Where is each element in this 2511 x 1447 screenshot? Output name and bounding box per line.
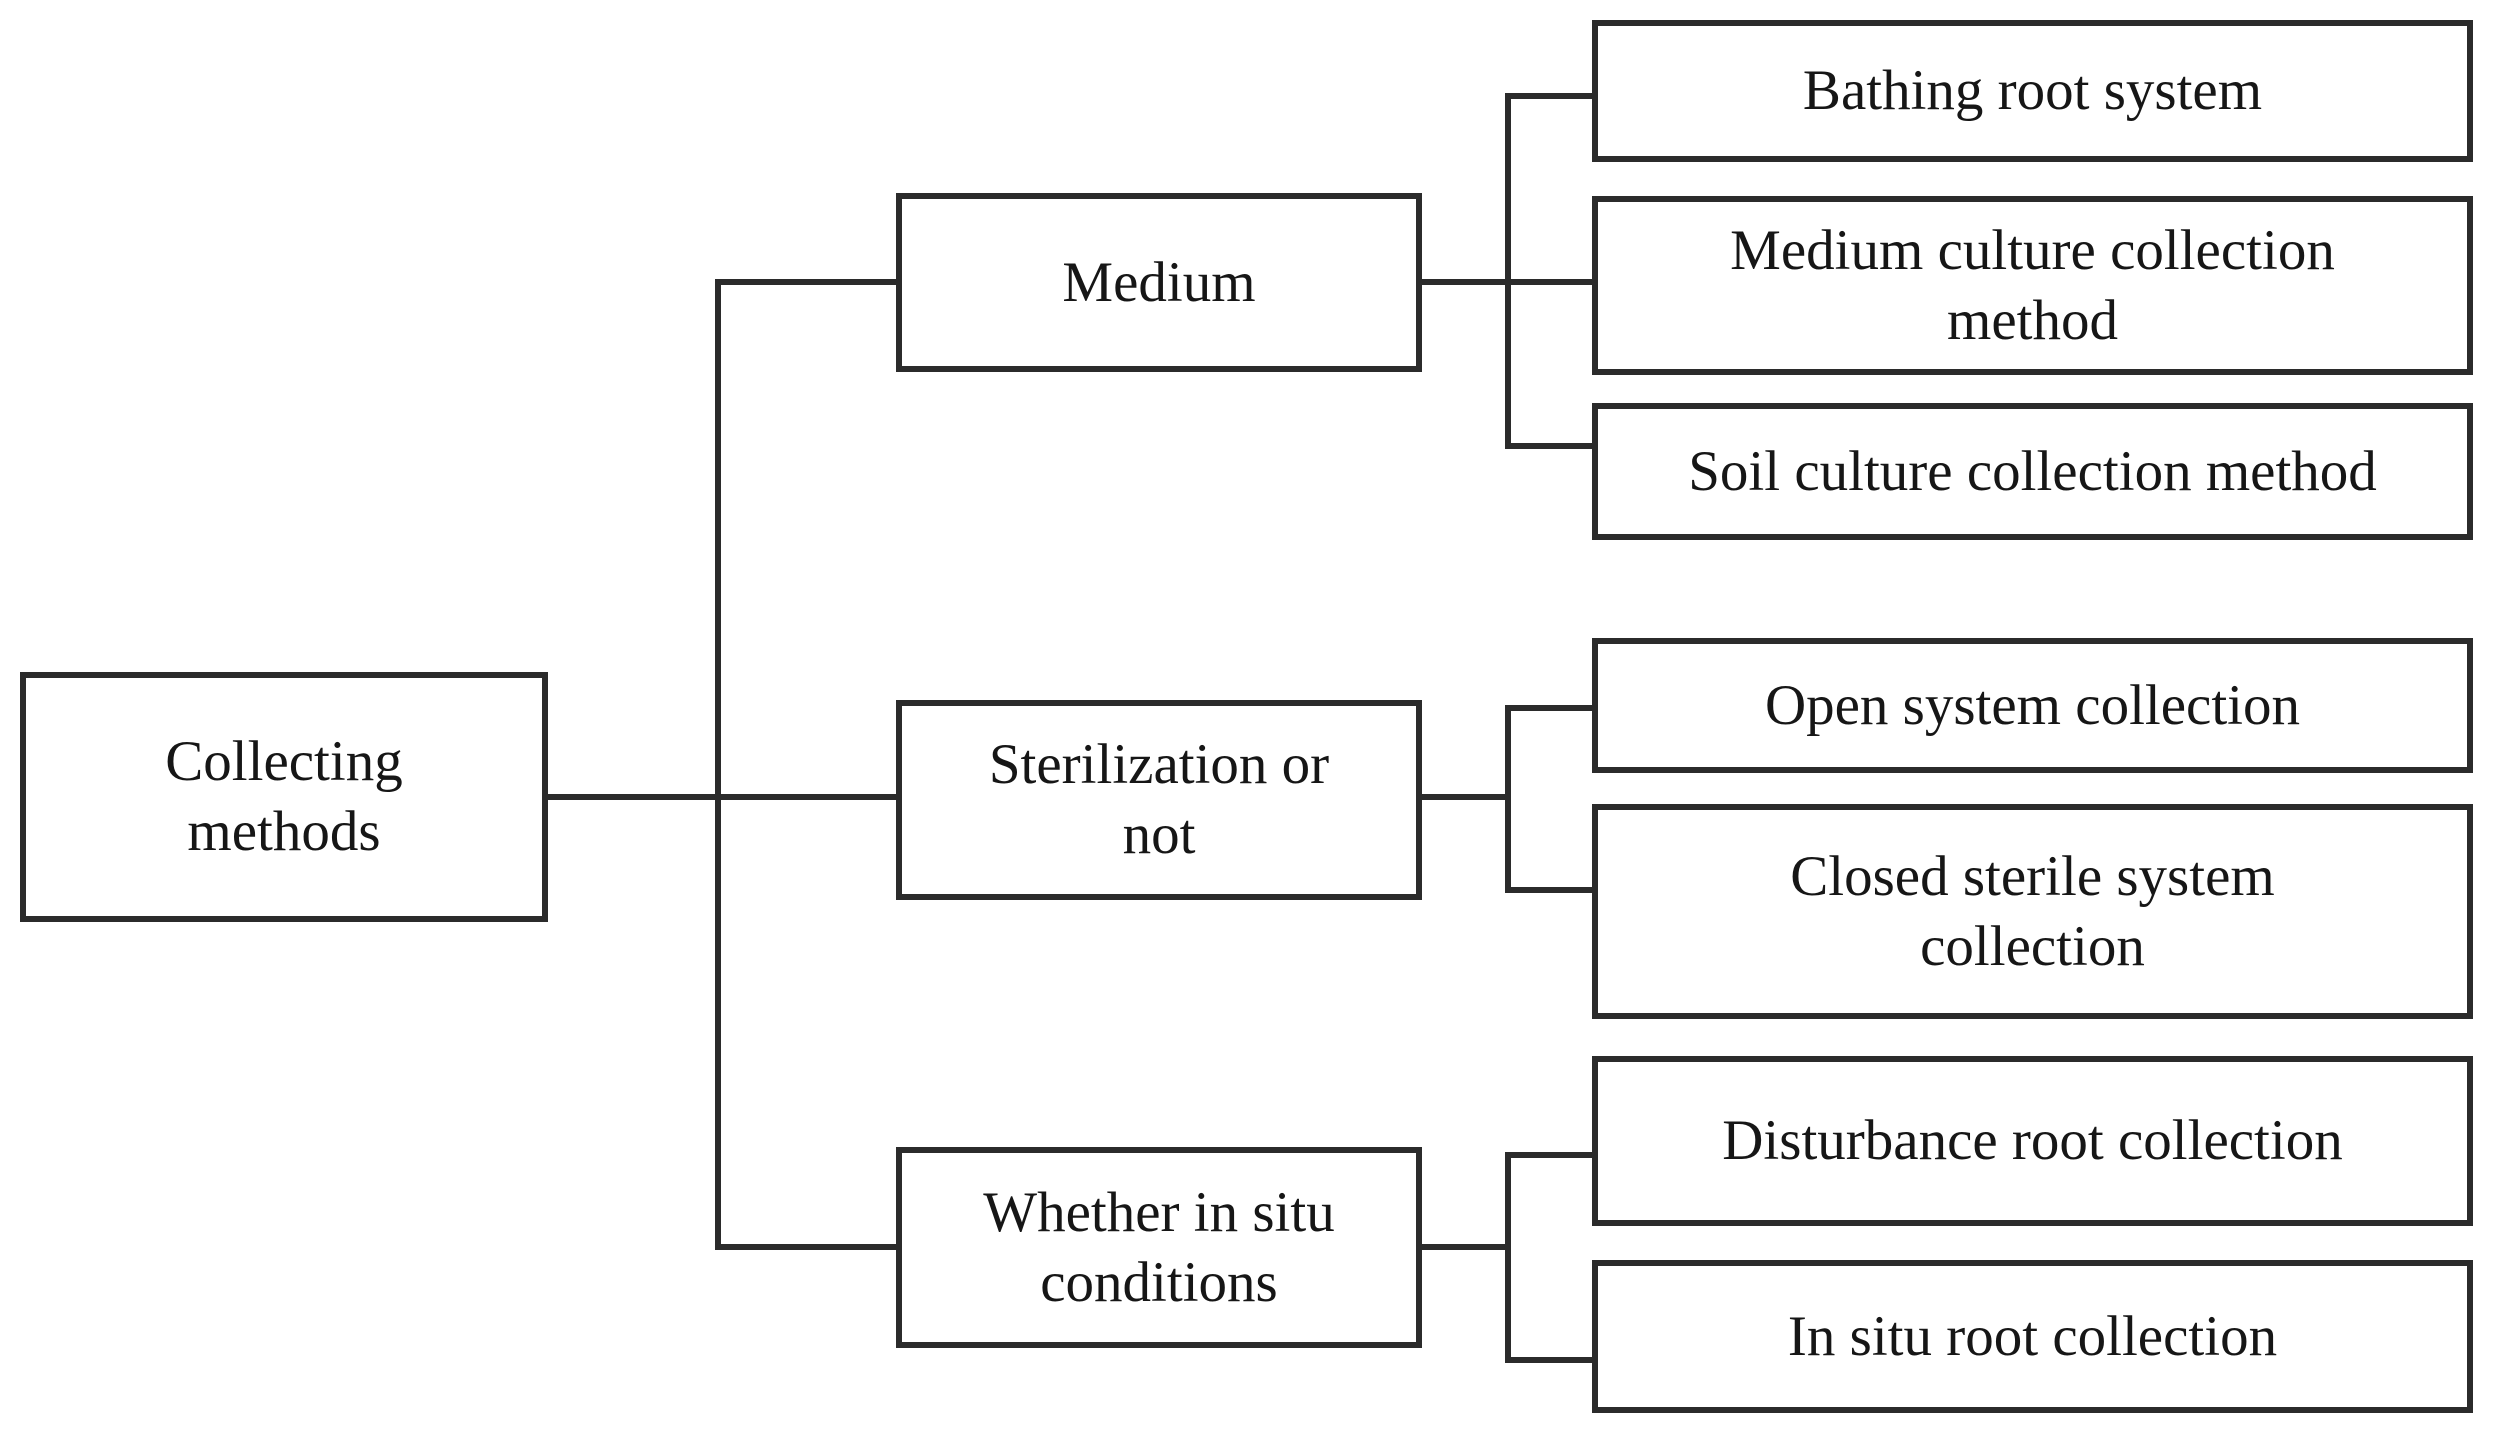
connector-stub-bathing-root-system [1505, 93, 1592, 99]
connector-root-horizontal [546, 794, 899, 800]
connector-stub-medium-culture [1505, 279, 1592, 285]
node-leaf-medium-culture-collection-method: Medium culture collection method [1592, 196, 2473, 375]
node-leaf-soil-culture-collection-method: Soil culture collection method [1592, 403, 2473, 540]
node-collecting-methods: Collecting methods [20, 672, 548, 922]
connector-sterilization-horizontal [1422, 794, 1511, 800]
connector-stub-in-situ-root [1505, 1357, 1592, 1363]
node-leaf-in-situ-root-collection: In situ root collection [1592, 1260, 2473, 1413]
connector-sterilization-trunk-vertical [1505, 705, 1511, 893]
node-leaf-disturbance-root-collection: Disturbance root collection [1592, 1056, 2473, 1226]
node-category-sterilization-or-not: Sterilization or not [896, 700, 1422, 900]
connector-stub-medium [715, 279, 898, 285]
connector-stub-soil-culture [1505, 443, 1592, 449]
connector-medium-trunk-vertical [1505, 93, 1511, 449]
node-leaf-open-system-collection: Open system collection [1592, 638, 2473, 773]
connector-medium-horizontal [1422, 279, 1511, 285]
connector-stub-closed-sterile-system [1505, 887, 1592, 893]
node-category-whether-in-situ-conditions: Whether in situ conditions [896, 1147, 1422, 1348]
connector-whether-trunk-vertical [1505, 1152, 1511, 1363]
connector-stub-whether-in-situ [715, 1244, 898, 1250]
connector-whether-horizontal [1422, 1244, 1511, 1250]
connector-root-trunk-vertical [715, 279, 721, 1250]
node-leaf-closed-sterile-system-collection: Closed sterile system collection [1592, 804, 2473, 1019]
connector-stub-open-system [1505, 705, 1592, 711]
connector-stub-disturbance-root [1505, 1152, 1592, 1158]
node-category-medium: Medium [896, 193, 1422, 372]
node-leaf-bathing-root-system: Bathing root system [1592, 20, 2473, 162]
